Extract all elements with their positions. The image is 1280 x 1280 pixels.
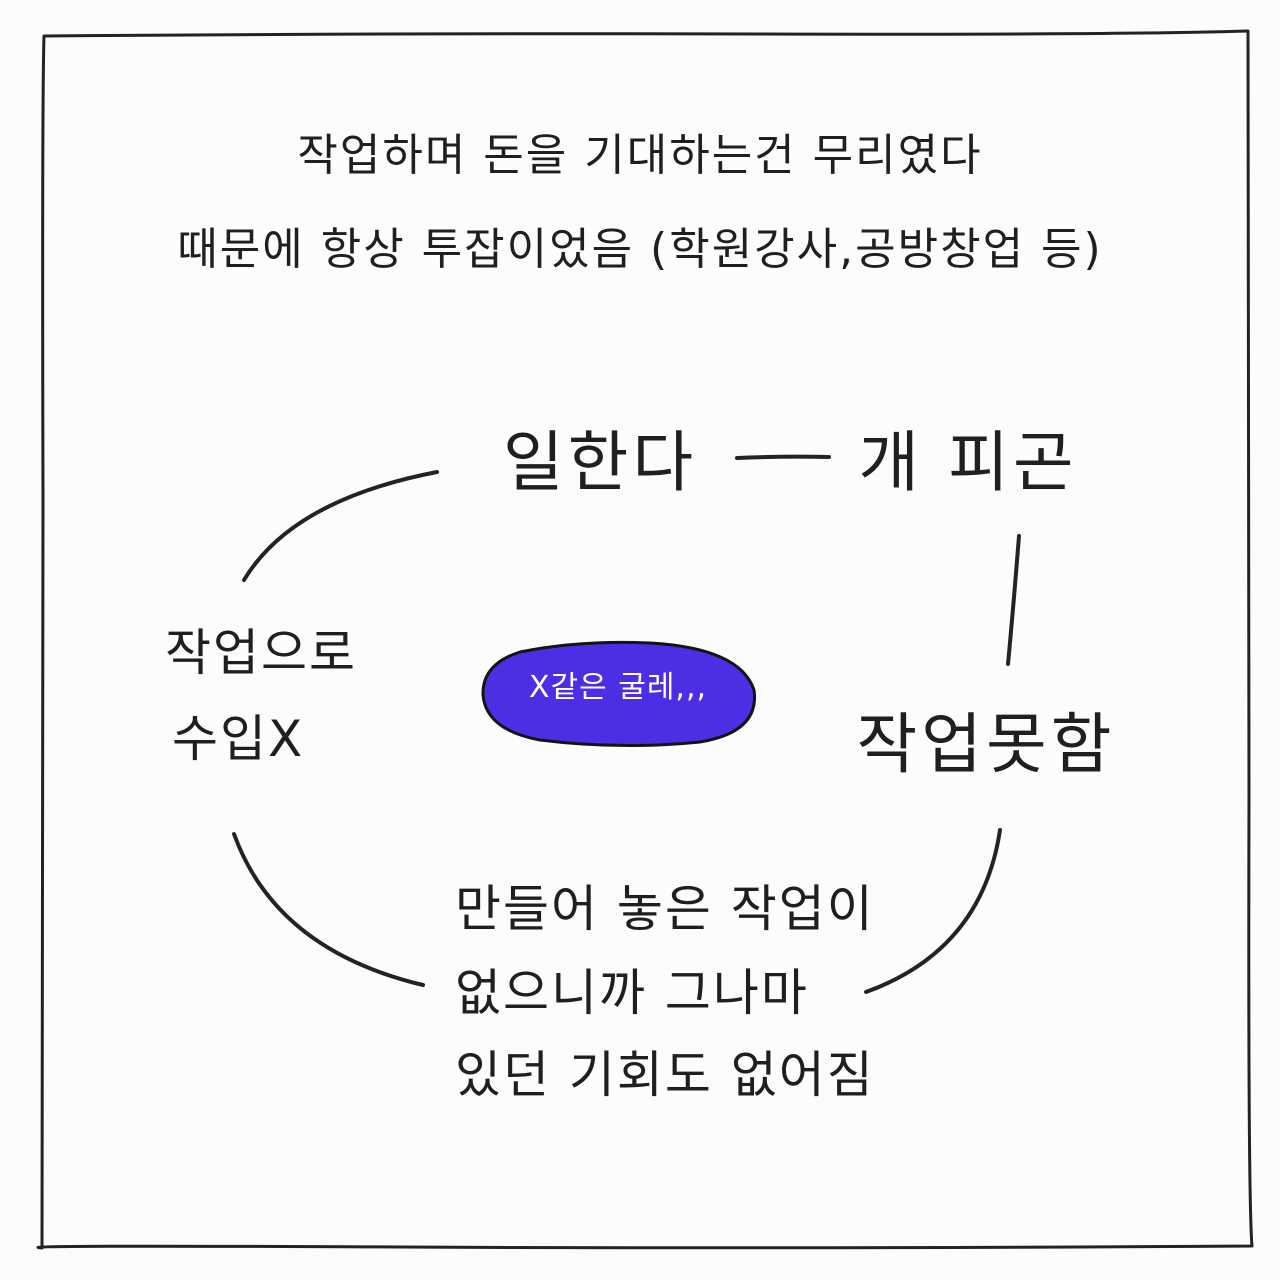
cycle-node-exhausted: 개 피곤 [858,424,1078,501]
cycle-node-cannot-work: 작업못함 [856,706,1116,783]
cycle-node-lost-chances-line-3: 있던 기회도 없어짐 [455,1046,875,1104]
heading-line-2: 때문에 항상 투잡이었음 (학원강사,공방창업 등) [177,224,1103,275]
cycle-node-work: 일한다 [502,424,698,501]
cycle-node-lost-chances-line-2: 없으니까 그나마 [455,964,809,1022]
connector-tired-to-no-work [1006,534,1021,666]
connector-work-to-tired [735,454,831,460]
center-badge-label: X같은 굴레,,, [528,670,708,705]
panel-border [36,29,1254,1250]
connector-no-income-to-work [242,470,439,582]
cycle-node-lost-chances-line-1: 만들어 놓은 작업이 [455,880,875,938]
connector-lost-chances-to-no-income [232,832,425,987]
cycle-node-no-income-line-2: 수입X [172,710,305,768]
center-badge-blob [481,640,757,748]
cycle-node-no-income-line-1: 작업으로 [165,624,357,682]
heading-line-1: 작업하며 돈을 기대하는건 무리였다 [297,130,983,181]
connector-no-work-to-lost-chances [864,828,1002,994]
